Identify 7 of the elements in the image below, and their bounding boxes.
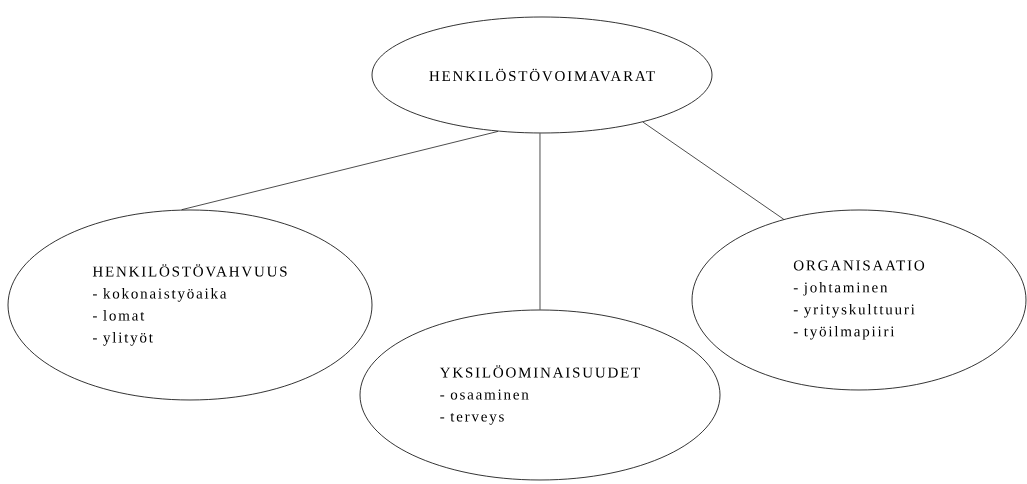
connector-line (181, 131, 499, 211)
ellipse-node: HENKILÖSTÖVAHVUUS - kokonaistyöaika - lomat - ylityöt (7, 209, 373, 401)
ellipse-node: YKSILÖOMINAISUUDET - osaaminen - terveys (359, 309, 721, 481)
ellipse-node: HENKILÖSTÖVOIMAVARAT (371, 16, 713, 134)
ellipse-node: ORGANISAATIO - johtaminen - yrityskulttuuri - työilmapiiri (691, 209, 1027, 391)
connector-line (642, 121, 785, 220)
connector-line (539, 133, 541, 310)
